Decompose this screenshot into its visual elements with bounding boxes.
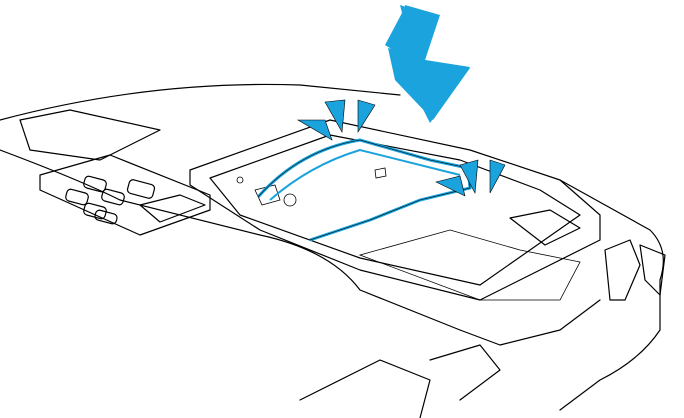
projector-body [0,83,664,418]
button-icon [65,188,89,206]
button-icon [83,175,107,193]
button-icon [126,179,156,199]
control-panel [39,154,211,236]
cover-latch [604,239,641,301]
down-arrow-icon [385,5,470,123]
button-icon [94,209,118,225]
button-icon [101,188,125,206]
button-icon [83,202,107,220]
lamp-slot [509,209,581,246]
lamp-handle-icon [256,138,472,242]
press-mark-icon [296,99,506,197]
lamp-cover [189,119,666,301]
